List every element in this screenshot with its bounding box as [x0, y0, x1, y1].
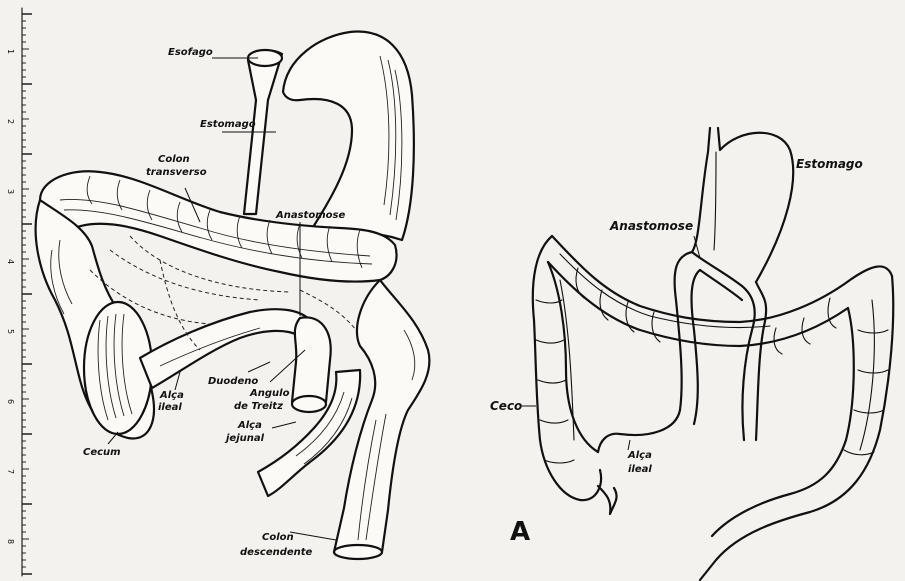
ruler-number: 7: [6, 469, 15, 474]
label-angulo-treitz-2: de Treitz: [234, 401, 283, 412]
label-colon-descendente-2: descendente: [240, 547, 313, 558]
label-colon-transverso-2: transverso: [146, 167, 207, 178]
ruler: 1 2 3 4 5 6 7 8: [6, 8, 32, 576]
label-colon-descendente-1: Colon: [262, 532, 294, 543]
label-alca-ileal-left-2: ileal: [158, 402, 182, 413]
left-illustration: Esofago Estomago Colon transverso Anasto…: [36, 32, 430, 559]
ruler-number: 6: [6, 399, 15, 404]
label-colon-transverso-1: Colon: [158, 154, 190, 165]
cecum-body: [84, 302, 152, 434]
label-anastomose-left: Anastomose: [275, 210, 345, 221]
label-alca-ileal-right-1: Alça: [627, 450, 652, 461]
right-illustration: Estomago Anastomose Ceco Alça ileal A: [490, 128, 893, 580]
stomach-left: [283, 32, 414, 240]
label-duodeno: Duodeno: [208, 376, 258, 387]
ruler-number: 1: [6, 49, 15, 54]
label-alca-jejunal-2: jejunal: [224, 433, 265, 444]
label-alca-jejunal-1: Alça: [237, 420, 262, 431]
duodenum: [292, 317, 331, 402]
label-cecum: Cecum: [83, 447, 121, 458]
label-alca-ileal-left-1: Alça: [159, 390, 184, 401]
ruler-number: 4: [6, 259, 15, 264]
label-angulo-treitz-1: Angulo: [249, 388, 290, 399]
label-estomago-right: Estomago: [796, 157, 863, 171]
appendix: [598, 486, 617, 514]
label-esofago: Esofago: [168, 47, 213, 58]
label-estomago-left: Estomago: [200, 119, 256, 130]
ruler-number: 8: [6, 539, 15, 544]
stomach-right: [718, 128, 793, 282]
ruler-number: 2: [6, 119, 15, 124]
label-alca-ileal-right-2: ileal: [628, 464, 652, 475]
ruler-ticks: 1 2 3 4 5 6 7 8: [6, 14, 32, 574]
label-anastomose-right: Anastomose: [609, 219, 693, 233]
transverse-colon-right: [552, 236, 892, 322]
ruler-number: 3: [6, 189, 15, 194]
ruler-number: 5: [6, 329, 15, 334]
panel-letter: A: [510, 517, 530, 547]
label-ceco: Ceco: [490, 399, 522, 413]
